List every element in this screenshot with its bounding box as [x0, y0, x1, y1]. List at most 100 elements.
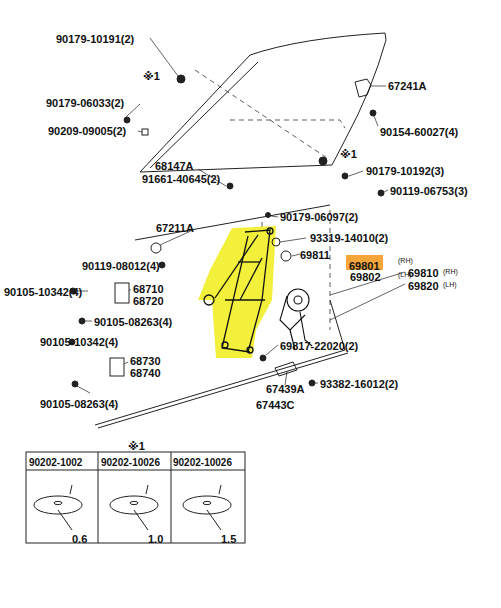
part-number: 1.0 — [148, 533, 163, 545]
shim-table-part — [110, 496, 158, 514]
fasteners-part — [342, 173, 348, 179]
part-number: 67211A — [156, 222, 194, 234]
leader-lines-part — [330, 284, 405, 320]
part-number: 68710 — [133, 283, 164, 295]
fasteners-part — [79, 318, 85, 324]
part-number: 90179-06097(2) — [280, 211, 358, 223]
shim-table-part — [203, 501, 211, 504]
regulator-motor-part — [287, 289, 309, 311]
fasteners-part — [281, 251, 291, 261]
fasteners-part — [159, 262, 165, 268]
fasteners-part — [319, 157, 327, 165]
part-number: 69820 — [408, 280, 439, 292]
part-number: 90154-60027(4) — [380, 126, 458, 138]
fasteners-part — [370, 110, 376, 116]
fasteners-part — [266, 213, 271, 218]
table-cell: 90202-10026 — [173, 457, 232, 468]
part-number: 91661-40645(2) — [142, 173, 220, 185]
shim-table-part — [130, 501, 138, 504]
part-number: ※1 — [128, 440, 145, 452]
part-number: 69810 — [408, 267, 439, 279]
leader-lines-part — [271, 216, 278, 217]
part-number: 90105-10342(4) — [4, 286, 82, 298]
leader-lines-part — [292, 254, 300, 256]
part-number: 90119-06753(3) — [390, 185, 468, 197]
leader-lines-part — [371, 86, 386, 87]
fasteners-part — [355, 79, 371, 97]
shim-table-part — [183, 496, 231, 514]
part-number: 90209-09005(2) — [48, 125, 126, 137]
fasteners-part — [260, 355, 266, 361]
window-regulator-part-part — [247, 347, 253, 353]
table-cell: 90202-1002 — [29, 457, 82, 468]
window-glass — [140, 33, 386, 172]
fasteners-part — [309, 380, 315, 386]
part-number: 69801 — [349, 260, 380, 272]
shim-table-part — [58, 485, 72, 530]
window-regulator-part — [204, 228, 273, 353]
fasteners-part — [177, 75, 185, 83]
part-number: 67443C — [256, 399, 295, 411]
shim-table-part — [26, 452, 245, 543]
fasteners-part — [275, 362, 297, 376]
part-number: 69817-22020(2) — [280, 340, 358, 352]
part-number: 68730 — [130, 355, 161, 367]
fasteners-part — [124, 117, 130, 123]
dashed-guide-part — [195, 70, 330, 160]
table-cell: 90202-10026 — [101, 457, 160, 468]
window-regulator-part-part — [215, 235, 258, 298]
leader-lines-part — [138, 131, 142, 132]
leader-lines-part — [160, 266, 165, 267]
fasteners-part — [272, 238, 280, 246]
leader-lines-part — [85, 321, 92, 322]
part-number: 93382-16012(2) — [320, 378, 398, 390]
leader-lines-part — [125, 104, 140, 118]
leader-lines-part — [374, 116, 378, 126]
window-glass-part — [140, 33, 386, 172]
shim-table — [26, 452, 245, 543]
leader-lines-part — [124, 362, 128, 364]
fasteners-part — [151, 243, 161, 253]
leader-lines-part — [349, 171, 363, 176]
part-number: ※1 — [340, 148, 357, 160]
part-number: 90179-10192(3) — [366, 165, 444, 177]
part-number: 67241A — [388, 80, 427, 92]
part-number: 90179-06033(2) — [46, 97, 124, 109]
part-number: (RH) — [443, 268, 458, 276]
door-panel-part — [95, 350, 345, 425]
window-regulator-part-part — [240, 258, 262, 300]
part-number: (RH) — [398, 257, 413, 265]
window-regulator-part-part — [225, 299, 265, 300]
part-number: 67439A — [266, 383, 305, 395]
fasteners-part — [227, 183, 233, 189]
shim-table-part — [207, 485, 221, 530]
dashed-guide-part — [230, 120, 345, 128]
part-number: 90179-10191(2) — [56, 33, 134, 45]
shim-table-part — [54, 501, 62, 504]
leader-lines-part — [77, 386, 90, 393]
fasteners-part — [110, 358, 124, 376]
fasteners-part — [378, 190, 384, 196]
part-number: 68720 — [133, 295, 164, 307]
part-number: 90105-08263(4) — [94, 316, 172, 328]
dashed-guide-part — [330, 210, 331, 330]
leader-lines-part — [129, 290, 131, 291]
shim-table-part — [26, 452, 245, 543]
part-number: ※1 — [143, 70, 160, 82]
part-number: 68740 — [130, 367, 161, 379]
window-glass-part — [150, 62, 258, 168]
part-number: 90105-10342(4) — [40, 336, 118, 348]
part-number: 69802 — [350, 271, 381, 283]
part-number: (LH) — [443, 281, 457, 289]
leader-lines-part — [330, 272, 405, 295]
part-number: 69811 — [300, 249, 330, 261]
window-regulator-part-part — [222, 342, 228, 348]
fasteners-part — [142, 129, 148, 135]
shim-table-part — [34, 496, 82, 514]
window-regulator-part-part — [267, 228, 273, 234]
highlight-box: 69801 — [346, 255, 383, 270]
regulator-motor-part — [280, 296, 305, 330]
window-regulator — [198, 226, 276, 358]
part-number: 1.5 — [221, 533, 236, 545]
window-regulator-part-part — [238, 261, 260, 262]
